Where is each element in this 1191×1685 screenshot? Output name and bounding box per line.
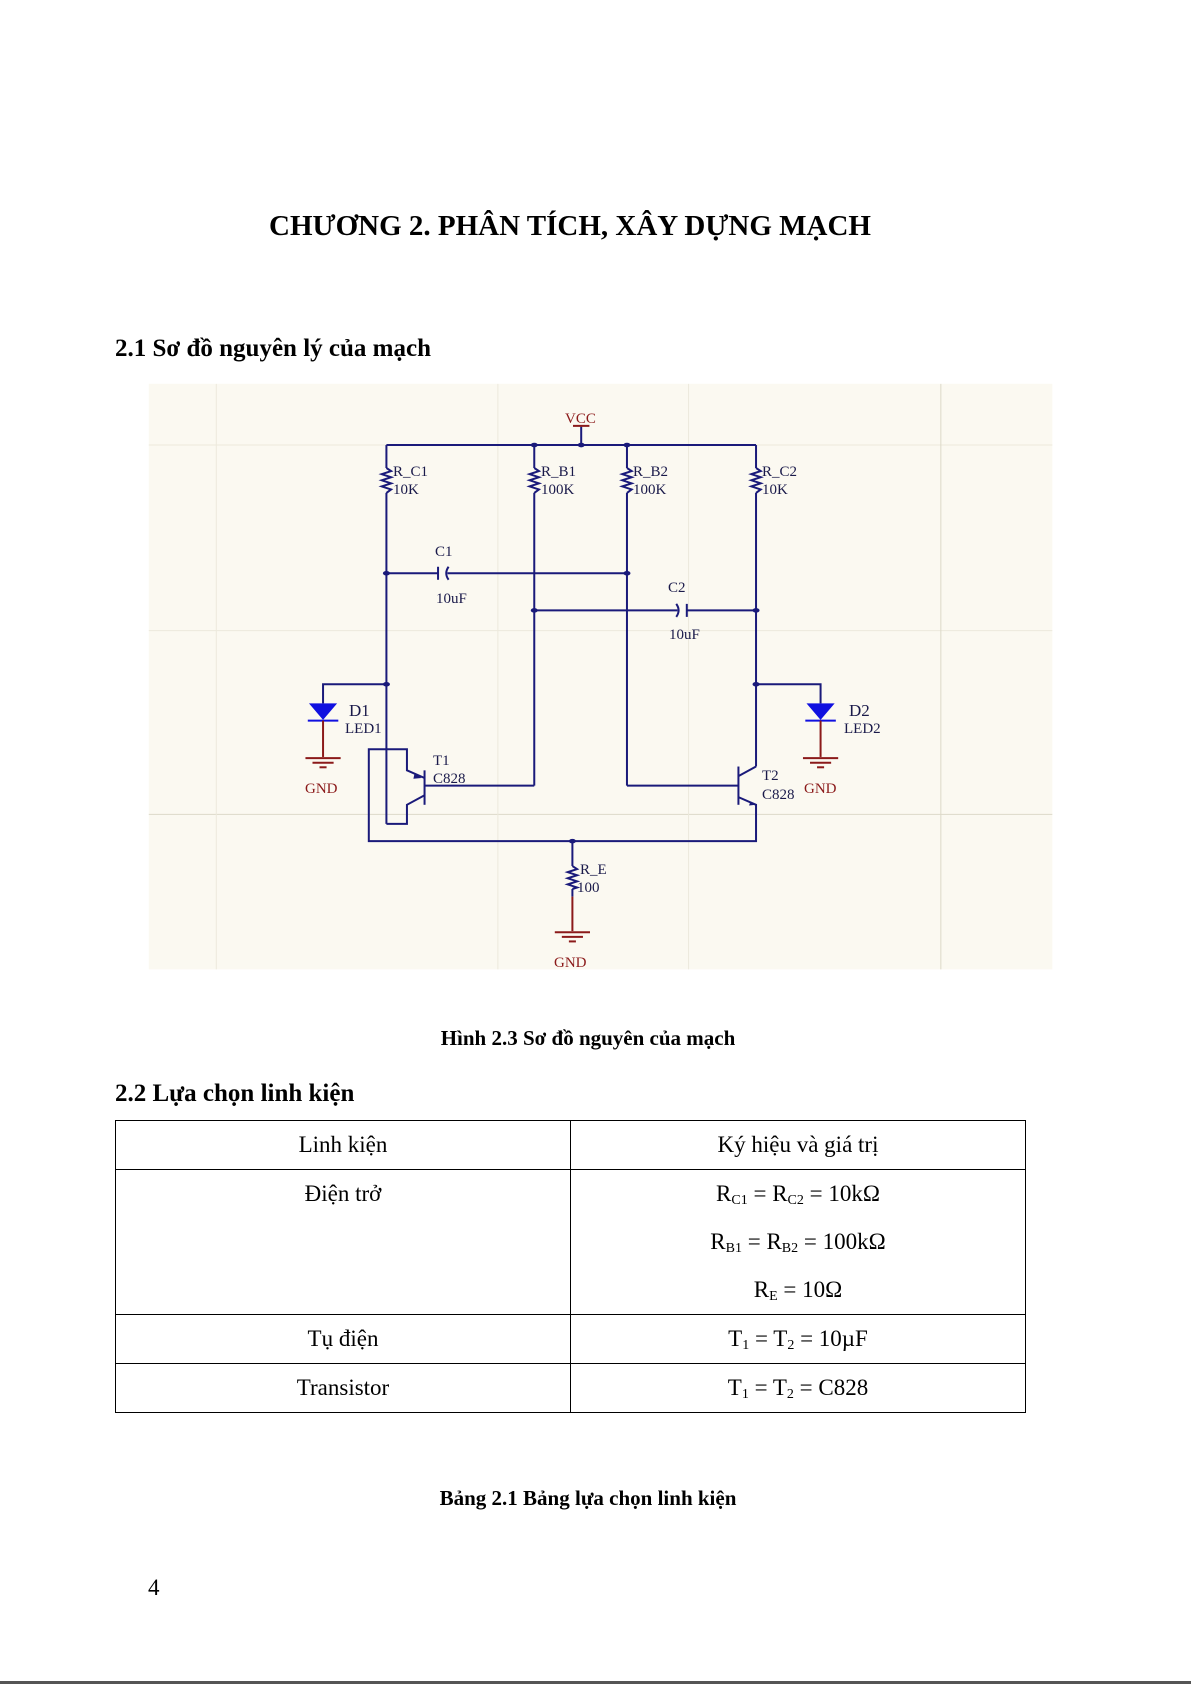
resistor-symbols [382, 468, 761, 889]
chapter-title: CHƯƠNG 2. PHÂN TÍCH, XÂY DỰNG MẠCH [269, 210, 871, 242]
rc2-label: R_C2 [762, 464, 797, 480]
component-name: Điện trở [304, 1181, 382, 1206]
page-bottom-border [0, 1681, 1191, 1684]
figure-caption: Hình 2.3 Sơ đồ nguyên của mạch [440, 1026, 736, 1050]
components-table: Linh kiện Ký hiệu và giá trị Điện trở RC… [115, 1120, 1026, 1413]
rc1-label: R_C1 [393, 464, 428, 480]
gnd-label-re: GND [554, 955, 587, 971]
d2-value: LED2 [844, 721, 881, 737]
section-heading-schematic: 2.1 Sơ đồ nguyên lý của mạch [115, 335, 431, 362]
page-number: 4 [148, 1575, 160, 1600]
circuit-schematic: VCC R_C1 10K R_B1 100K R_B2 100K R_C2 10… [140, 380, 1060, 980]
t2-value: C828 [762, 787, 795, 803]
wires [323, 427, 821, 897]
d2-label: D2 [849, 701, 870, 720]
rb1-value: 100K [541, 482, 575, 498]
rb2-label: R_B2 [633, 464, 668, 480]
re-label: R_E [580, 862, 607, 878]
rb2-value: 100K [633, 482, 667, 498]
c1-value: 10uF [436, 591, 467, 607]
c1-label: C1 [435, 544, 453, 560]
header-component: Linh kiện [298, 1132, 388, 1157]
rc2-value: 10K [762, 482, 788, 498]
section-heading-components: 2.2 Lựa chọn linh kiện [115, 1080, 355, 1107]
t1-value: C828 [433, 771, 466, 787]
t1-label: T1 [433, 753, 450, 769]
header-value: Ký hiệu và giá trị [717, 1132, 879, 1157]
junction-dots [382, 442, 760, 844]
value-line: T1 = T2 = 10µF [728, 1326, 868, 1353]
t2-label: T2 [762, 768, 779, 784]
table-row: Tụ điện T1 = T2 = 10µF [115, 1314, 1026, 1364]
value-line: RC1 = RC2 = 10kΩ [716, 1181, 880, 1208]
c2-label: C2 [668, 580, 686, 596]
value-line: T1 = T2 = C828 [727, 1375, 869, 1402]
d1-label: D1 [349, 701, 370, 720]
table-row: Điện trở RC1 = RC2 = 10kΩ RB1 = RB2 = 10… [115, 1169, 1026, 1315]
schematic-grid [149, 384, 1053, 970]
schematic-svg: VCC R_C1 10K R_B1 100K R_B2 100K R_C2 10… [140, 383, 1060, 971]
table-header-row: Linh kiện Ký hiệu và giá trị [115, 1120, 1026, 1170]
gnd-label-d1: GND [305, 781, 338, 797]
table-row: Transistor T1 = T2 = C828 [115, 1363, 1026, 1413]
rb1-label: R_B1 [541, 464, 576, 480]
rc1-value: 10K [393, 482, 419, 498]
gnd-label-d2: GND [804, 781, 837, 797]
schematic-background [148, 383, 1053, 970]
table-caption: Bảng 2.1 Bảng lựa chọn linh kiện [439, 1486, 737, 1510]
component-name: Tụ điện [307, 1326, 379, 1351]
value-line: RB1 = RB2 = 100kΩ [710, 1229, 886, 1256]
vcc-label: VCC [565, 411, 596, 427]
c2-value: 10uF [669, 627, 700, 643]
re-value: 100 [577, 880, 600, 896]
value-line: RE = 10Ω [753, 1277, 843, 1304]
component-name: Transistor [296, 1375, 390, 1400]
ground-symbols [305, 426, 838, 941]
d1-value: LED1 [345, 721, 382, 737]
